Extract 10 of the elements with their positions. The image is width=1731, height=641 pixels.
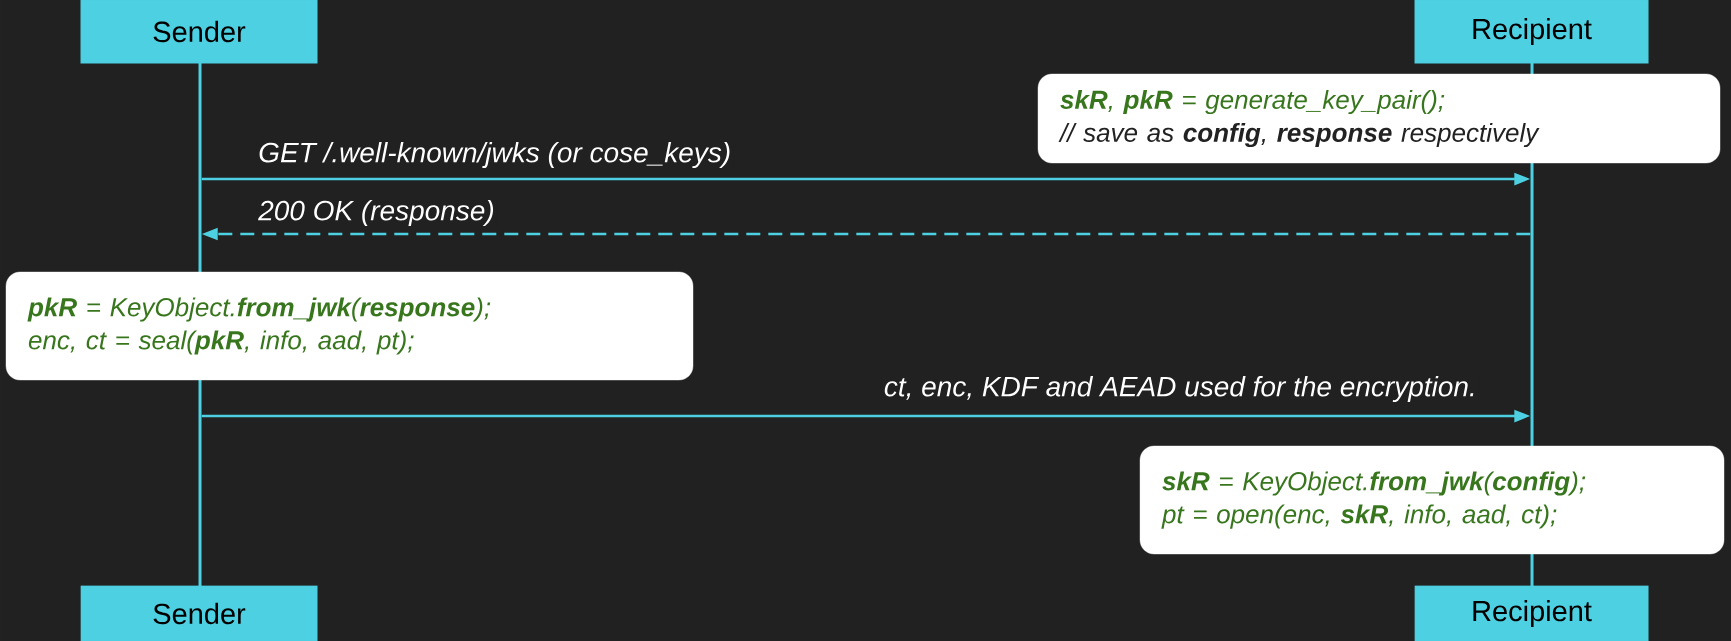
message-label: 200 OK (response): [256, 197, 497, 229]
note-box: skR = KeyObject.from_jwk(config); pt = open(enc, skR, info, aad, ct);: [1139, 445, 1725, 555]
actor-box: Recipient: [1414, 585, 1649, 641]
message-label: GET /.well-known/jwks (or cose_keys): [256, 139, 734, 171]
actor-box: Sender: [80, 0, 318, 64]
actor-box: Sender: [80, 585, 318, 641]
note-box: pkR = KeyObject.from_jwk(response); enc, ct = seal(pkR, info, aad, pt);: [5, 271, 694, 381]
note-box: skR, pkR = generate_key_pair(); // save as config, response respectively: [1037, 73, 1721, 164]
message-label: ct, enc, KDF and AEAD used for the encryption.: [881, 373, 1479, 405]
actor-box: Recipient: [1414, 0, 1649, 64]
